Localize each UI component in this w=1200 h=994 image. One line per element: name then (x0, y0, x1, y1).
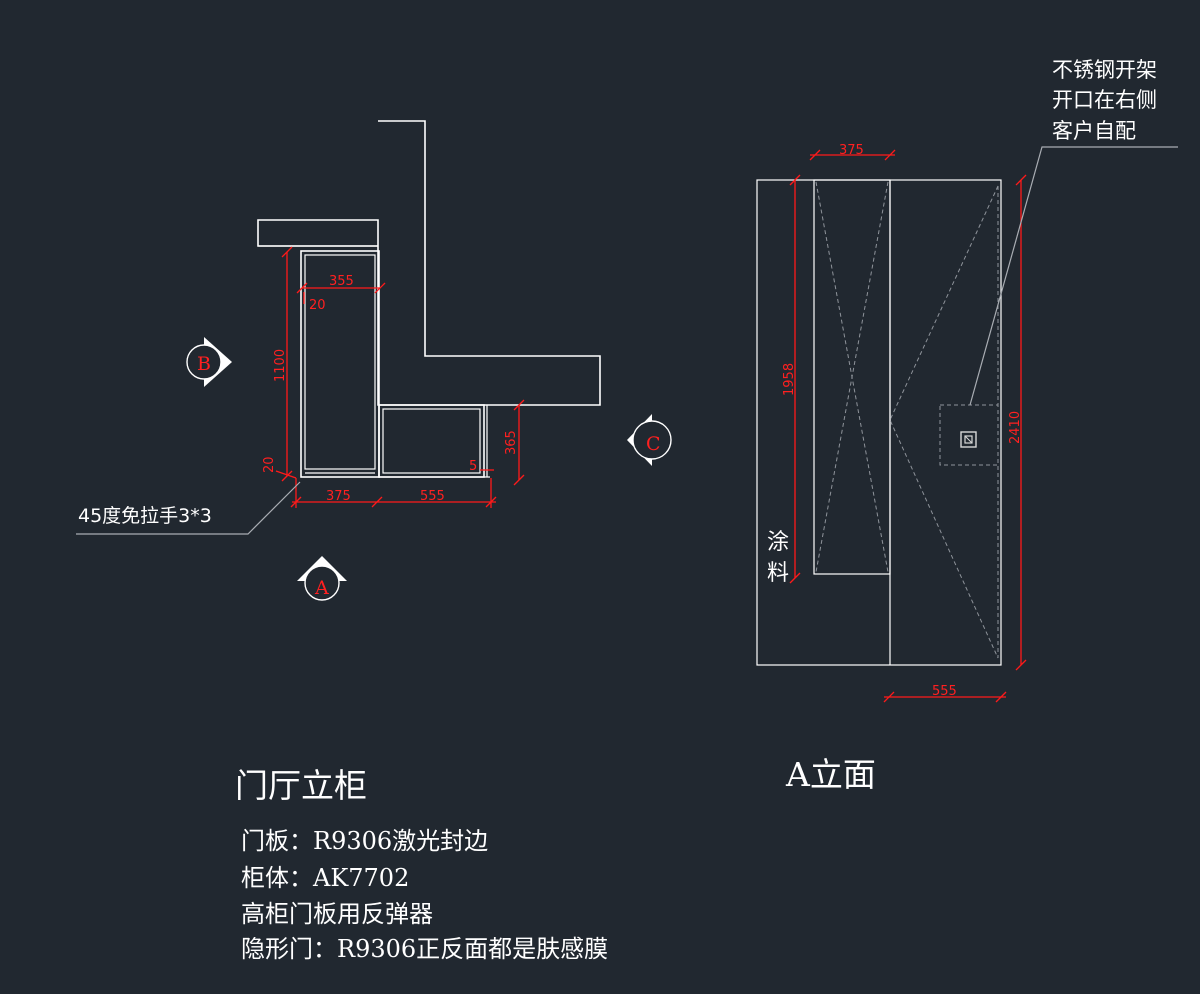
note-line-2: 开口在右侧 (1052, 88, 1157, 112)
dim-elev-1958: 1958 (782, 174, 801, 584)
dim-elev-555: 555 (883, 684, 1007, 703)
view-marker-b: B (186, 337, 232, 387)
view-marker-c-label: C (646, 433, 661, 455)
dim-365-label: 365 (504, 430, 519, 455)
dim-20-top: 20 (303, 292, 326, 313)
dim-elev-1958-label: 1958 (782, 363, 797, 396)
dim-375-label: 375 (326, 489, 351, 504)
note-line-1: 不锈钢开架 (1052, 58, 1157, 82)
paint-label-1: 涂 (767, 530, 789, 555)
plan-low-cabinet-inner (382, 408, 481, 474)
spec-line-3: 高柜门板用反弹器 (241, 900, 433, 928)
plan-title: 门厅立柜 (235, 766, 367, 805)
elevation-tall-panel (813, 179, 891, 575)
spec-line-2: 柜体：AK7702 (241, 864, 409, 892)
dim-elev-375: 375 (809, 143, 896, 161)
view-marker-a: A (297, 556, 347, 601)
elevation-hidden-door-swing (889, 185, 999, 659)
dim-elev-555-label: 555 (932, 684, 957, 699)
elevation-swing-line-2 (815, 181, 889, 573)
dim-5: 5 (469, 459, 494, 474)
paint-label-2: 料 (767, 561, 789, 586)
elevation-open-shelf (939, 404, 999, 466)
dim-elev-2410-label: 2410 (1008, 411, 1023, 444)
plan-tall-cabinet (300, 250, 380, 478)
note-leader (969, 146, 1178, 406)
dim-355-label: 355 (329, 274, 354, 289)
dim-1100-label: 1100 (273, 349, 288, 382)
elevation-view: 375 1958 2410 555 涂 料 不锈钢开架 开口在右侧 (756, 58, 1178, 794)
socket-icon (960, 431, 977, 448)
note-line-3: 客户自配 (1052, 119, 1136, 143)
plan-view: 355 20 1100 20 375 555 (76, 120, 672, 805)
elevation-title: A立面 (785, 755, 876, 794)
dim-5-label: 5 (469, 459, 477, 474)
spec-line-4: 隐形门：R9306正反面都是肤感膜 (241, 935, 608, 963)
dim-elev-375-label: 375 (839, 143, 864, 158)
dim-20-top-label: 20 (309, 298, 326, 313)
dim-20-side: 20 (262, 456, 297, 479)
plan-tall-cabinet-inner (304, 254, 376, 470)
callout-handle-text: 45度免拉手3*3 (78, 505, 212, 527)
dim-1100: 1100 (273, 246, 293, 482)
view-marker-c: C (627, 414, 672, 466)
view-marker-b-label: B (197, 353, 211, 375)
dim-365: 365 (504, 399, 525, 486)
view-marker-a-label: A (314, 577, 329, 599)
spec-notes: 门板：R9306激光封边 柜体：AK7702 高柜门板用反弹器 隐形门：R930… (241, 827, 608, 963)
plan-wall-outline (257, 120, 601, 406)
dim-elev-2410: 2410 (1008, 174, 1027, 671)
dim-555-label: 555 (420, 489, 445, 504)
dim-20-side-label: 20 (262, 456, 277, 473)
dim-355: 355 (296, 274, 386, 294)
spec-line-1: 门板：R9306激光封边 (241, 827, 488, 855)
callout-leader (76, 481, 301, 535)
elevation-frame (756, 179, 1002, 666)
dim-bottom: 375 555 (290, 478, 497, 508)
